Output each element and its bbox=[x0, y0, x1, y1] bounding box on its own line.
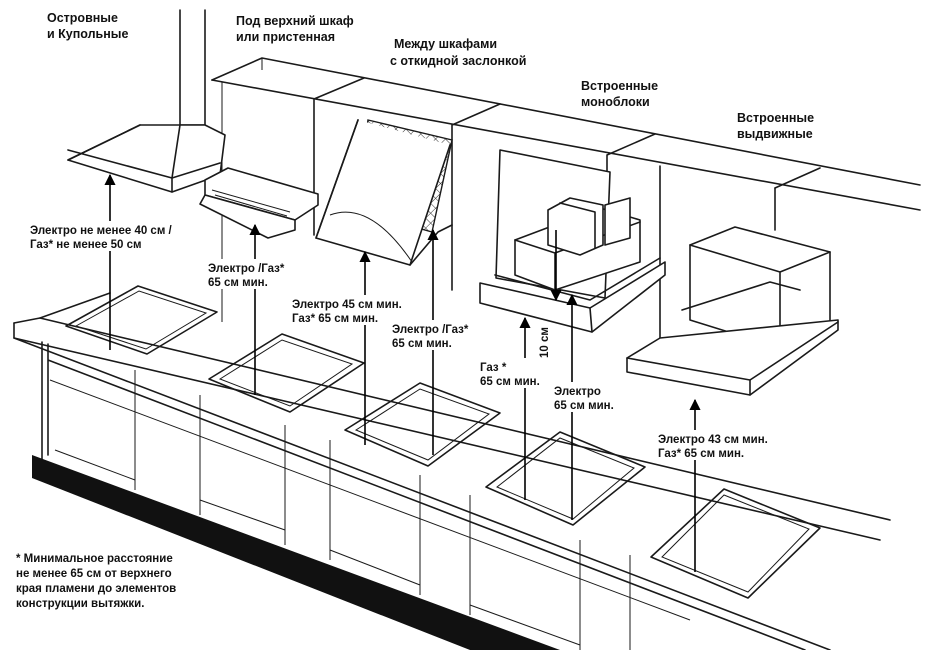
dist-under-cabinet-line2: 65 см мин. bbox=[208, 277, 268, 289]
cooktop-3 bbox=[344, 382, 501, 467]
cooktop-1 bbox=[65, 285, 218, 355]
dist-between-a-line1: Электро 45 см мин. bbox=[292, 299, 402, 311]
monoblock-hood bbox=[479, 149, 666, 333]
cooktop-4 bbox=[485, 431, 646, 526]
label-monoblock-line2: моноблоки bbox=[581, 95, 650, 109]
dist-between-a-line2: Газ* 65 см мин. bbox=[292, 313, 378, 325]
dist-between-b-line1: Электро /Газ* bbox=[392, 324, 469, 336]
between-cabinets-hood bbox=[315, 119, 453, 266]
dist-monoblock-gas-line2: 65 см мин. bbox=[480, 376, 540, 388]
countertop bbox=[13, 292, 891, 650]
cooktop-2 bbox=[208, 333, 365, 413]
hood-type-labels: Островные и Купольные Под верхний шкаф и… bbox=[47, 11, 814, 141]
label-monoblock-line1: Встроенные bbox=[581, 79, 658, 93]
base-cabinets bbox=[49, 370, 691, 650]
dist-telescopic-line2: Газ* 65 см мин. bbox=[658, 448, 744, 460]
island-hood bbox=[67, 9, 226, 193]
dist-clearance: 10 см bbox=[539, 327, 551, 358]
label-island-line2: и Купольные bbox=[47, 27, 128, 41]
label-under-cabinet-line2: или пристенная bbox=[236, 30, 335, 44]
dist-under-cabinet-line1: Электро /Газ* bbox=[208, 263, 285, 275]
dist-island-line2: Газ* не менее 50 см bbox=[30, 239, 142, 251]
distance-labels: Электро не менее 40 см / Газ* не менее 5… bbox=[28, 221, 781, 460]
label-telescopic-line2: выдвижные bbox=[737, 127, 813, 141]
footnote-line2: не менее 65 см от верхнего bbox=[16, 568, 172, 580]
under-cabinet-hood bbox=[199, 167, 319, 239]
wall-cabinets bbox=[211, 57, 921, 339]
dist-telescopic-line1: Электро 43 см мин. bbox=[658, 434, 768, 446]
label-under-cabinet-line1: Под верхний шкаф bbox=[236, 14, 354, 28]
dist-between-b-line2: 65 см мин. bbox=[392, 338, 452, 350]
footnote-line1: * Минимальное расстояние bbox=[16, 553, 173, 565]
footnote-line4: конструкции вытяжки. bbox=[16, 598, 144, 610]
dist-monoblock-electro-line1: Электро bbox=[554, 386, 601, 398]
telescopic-hood bbox=[626, 226, 839, 396]
dist-monoblock-gas-line1: Газ * bbox=[480, 362, 507, 374]
dist-island-line1: Электро не менее 40 см / bbox=[30, 225, 173, 237]
footnote-line3: края пламени до элементов bbox=[16, 583, 176, 595]
label-between-line2: с откидной заслонкой bbox=[390, 54, 526, 68]
plinth bbox=[32, 455, 560, 650]
label-island-line1: Островные bbox=[47, 11, 118, 25]
cooktop-5 bbox=[650, 488, 821, 599]
footnote: * Минимальное расстояние не менее 65 см … bbox=[12, 548, 184, 614]
label-telescopic-line1: Встроенные bbox=[737, 111, 814, 125]
dist-monoblock-electro-line2: 65 см мин. bbox=[554, 400, 614, 412]
label-between-line1: Между шкафами bbox=[394, 37, 497, 51]
